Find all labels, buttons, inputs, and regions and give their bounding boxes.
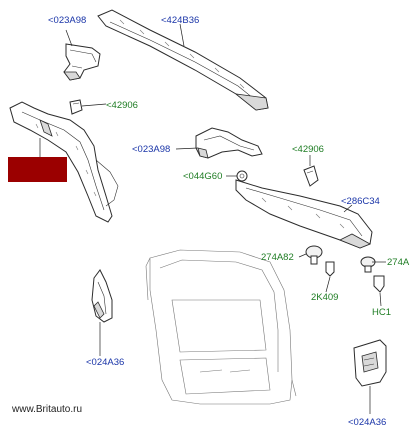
callout-hc1: HC1 [372,307,392,318]
callout-424b36: <424B36 [161,15,200,26]
roof-trim-strip [97,9,269,111]
callout-023a98-mid: <023A98 [132,144,171,155]
trim-024a36-right [353,339,387,387]
highlight-box [8,157,67,182]
callout-2k409: 2K409 [311,292,339,303]
pin-2k409 [325,261,335,277]
callout-024a36-right: <024A36 [348,417,387,428]
callout-274a: 274A [387,257,410,268]
fastener-274a82 [305,245,323,265]
bracket-023a98-top [63,43,101,81]
bracket-023a98-mid [195,127,263,159]
garnish-panel-286c34 [235,179,373,249]
fastener-274a [360,256,376,273]
watermark-text: www.Britauto.ru [12,404,83,415]
trim-024a36-left [91,269,113,323]
callout-42906-right: <42906 [292,144,324,155]
liftgate-outline [145,249,297,405]
callout-274a82: 274A82 [261,252,294,263]
callout-42906-left: <42906 [106,100,138,111]
callout-286c34: <286C34 [341,196,380,207]
callout-024a36-left: <024A36 [86,357,125,368]
pillar-trim-left [9,101,119,223]
clip-42906-left [69,99,83,115]
clip-hc1 [373,275,385,293]
callout-023a98-top: <023A98 [48,15,87,26]
callout-044g60: <044G60 [183,171,223,182]
clip-42906-right [303,165,319,187]
